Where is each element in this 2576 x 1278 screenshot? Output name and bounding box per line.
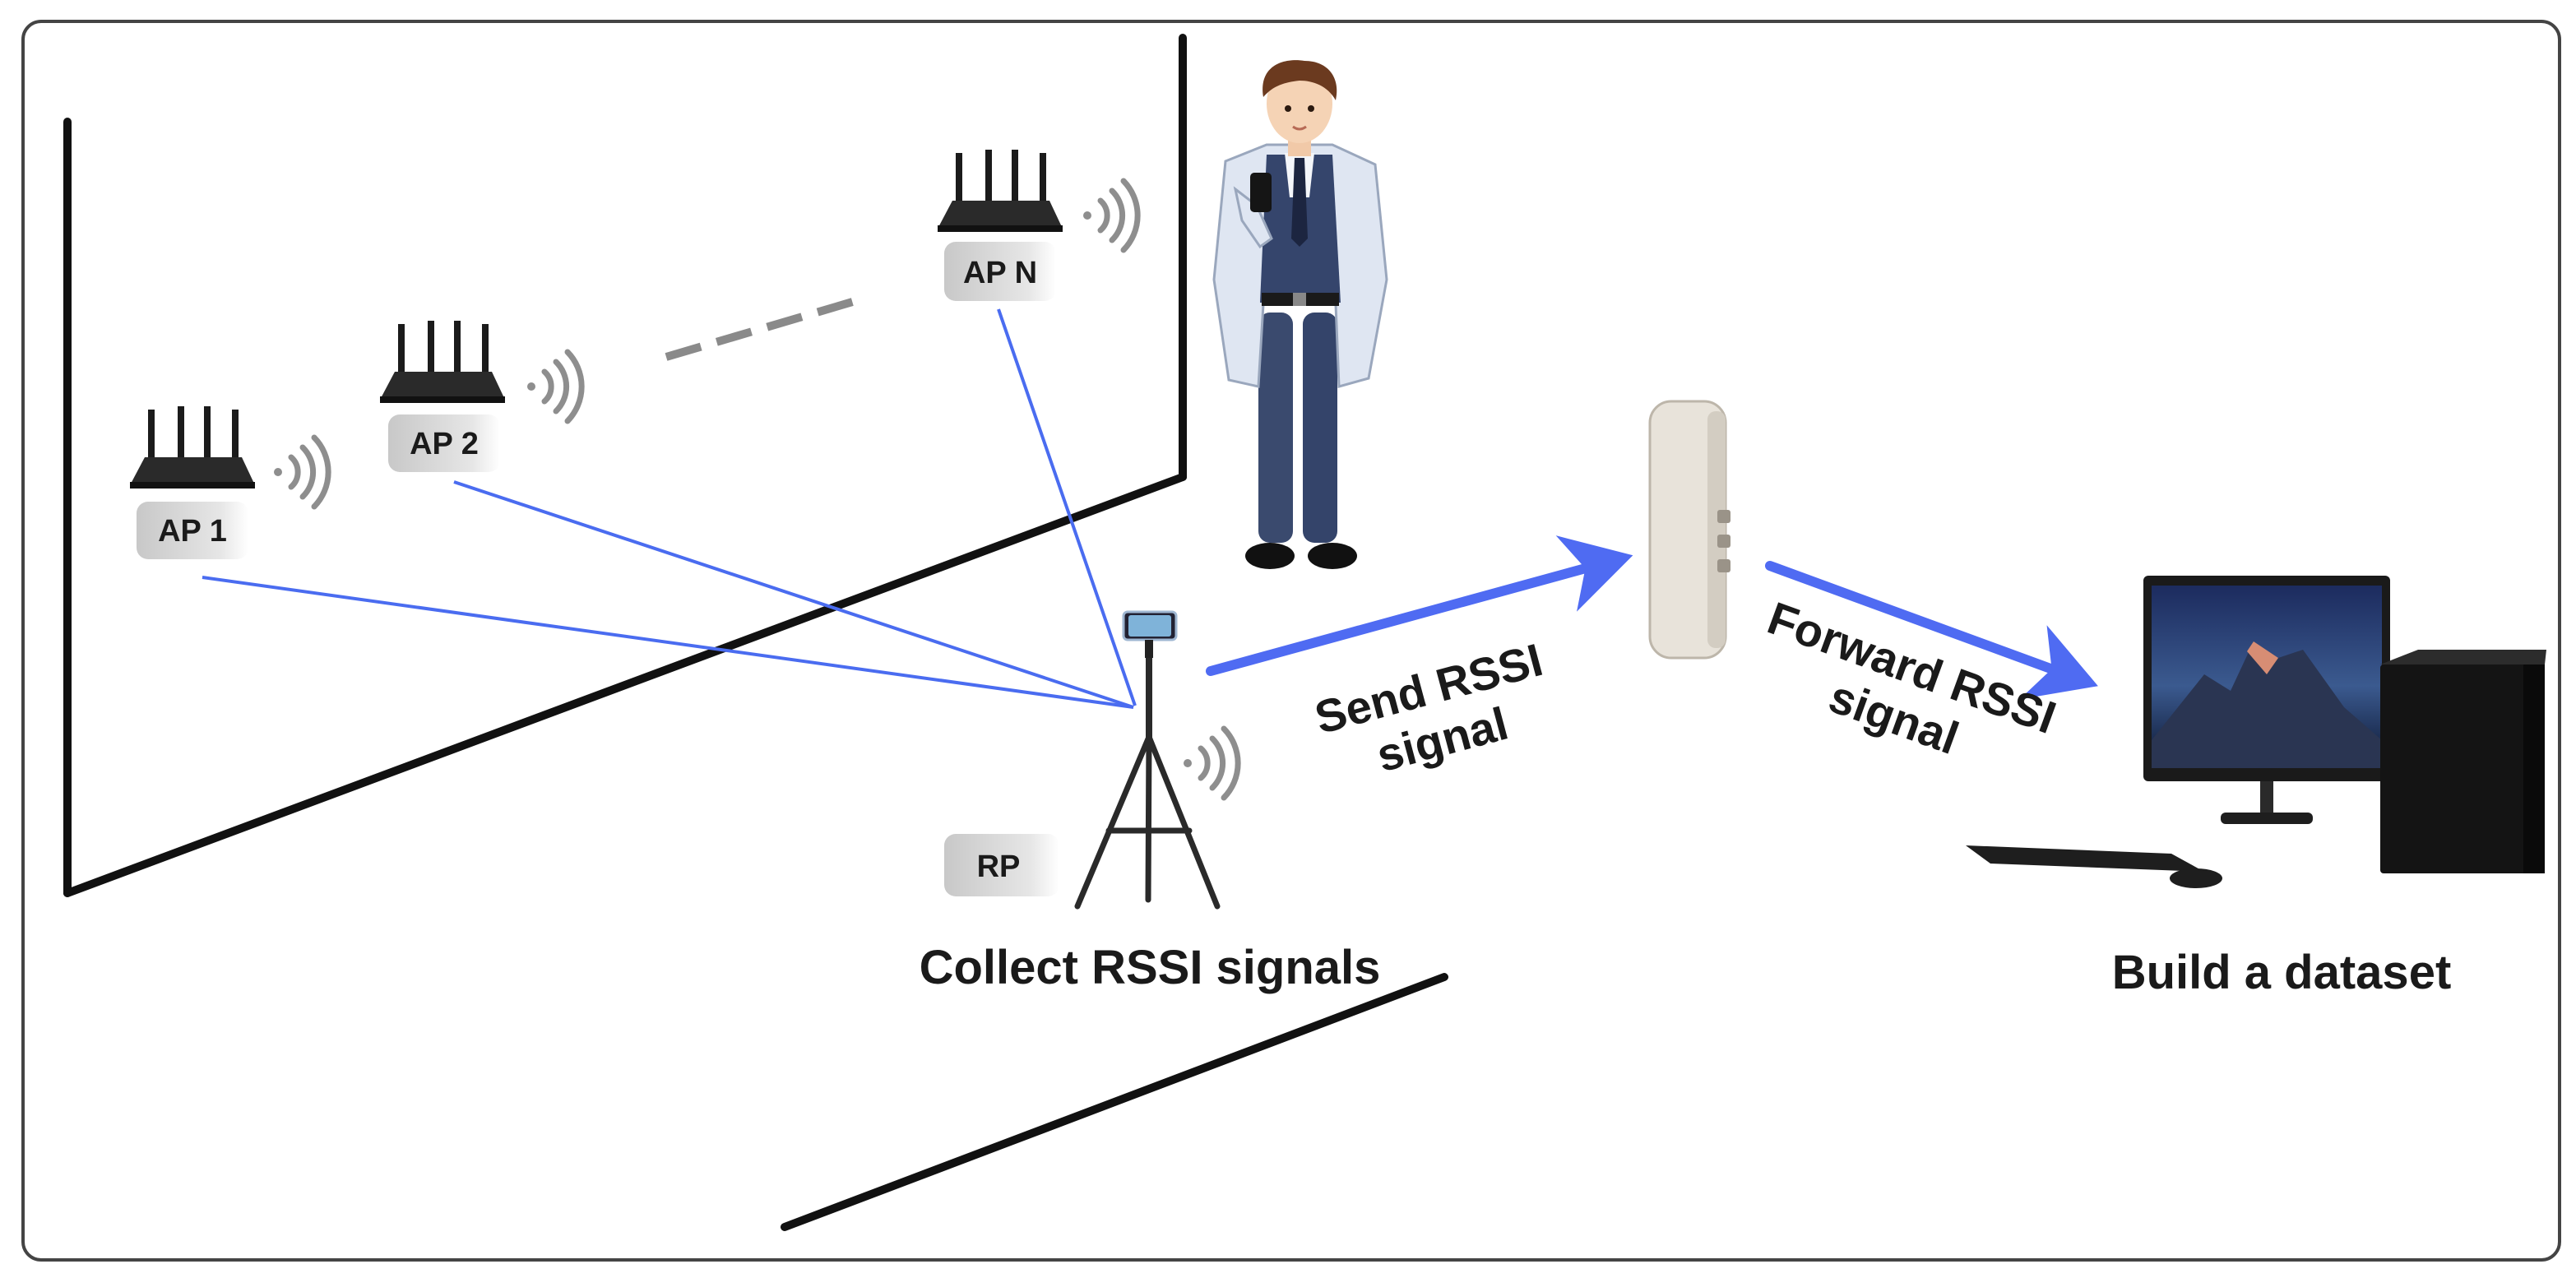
ap-label-badge: AP 2 — [388, 414, 500, 472]
desktop-computer — [1966, 576, 2546, 888]
caption-forward: Forward RSSI signal — [1761, 591, 2063, 764]
forward-arrow — [1765, 561, 2098, 700]
wifi-signal-icon — [274, 434, 331, 510]
wifi-signal-icon — [1184, 725, 1241, 801]
figure-border — [21, 20, 2561, 1262]
floor-edge — [63, 473, 1187, 897]
keyboard — [1966, 845, 2204, 872]
router-ap2: AP 2 — [380, 321, 585, 472]
caption-send: Send RSSI signal — [1309, 633, 1548, 781]
ap-label: AP 1 — [158, 514, 227, 549]
rp-label-badge: RP — [944, 834, 1059, 896]
mouse — [2170, 868, 2222, 888]
wifi-signal-icon — [1083, 178, 1141, 253]
signal-line-ap1 — [202, 576, 1134, 709]
router-apn: AP N — [938, 150, 1141, 301]
ap-label-badge: AP N — [944, 242, 1056, 301]
room-walls — [63, 34, 1448, 1231]
router-icon — [380, 321, 505, 403]
caption-build: Build a dataset — [2112, 946, 2452, 999]
reference-point-tripod: RP — [944, 610, 1241, 910]
router-ap1: AP 1 — [130, 406, 331, 559]
wifi-signal-icon — [527, 349, 585, 424]
signal-line-ap2 — [453, 480, 1134, 709]
router-icon — [938, 150, 1063, 232]
pc-tower — [2380, 664, 2545, 873]
send-arrow — [1206, 535, 1633, 676]
signal-lines — [202, 308, 1137, 709]
gateway-device — [1648, 400, 1730, 660]
router-icon — [130, 406, 255, 489]
more-aps-dashes — [665, 297, 857, 361]
ap-label: AP 2 — [410, 427, 479, 461]
ap-label: AP N — [963, 256, 1037, 290]
person-illustration — [1212, 60, 1388, 569]
signal-line-apn — [997, 308, 1137, 706]
rp-label: RP — [977, 850, 1021, 884]
ap-label-badge: AP 1 — [137, 502, 248, 559]
caption-collect: Collect RSSI signals — [920, 941, 1381, 994]
phone-icon — [1250, 173, 1272, 212]
front-floor-edge — [781, 973, 1448, 1231]
